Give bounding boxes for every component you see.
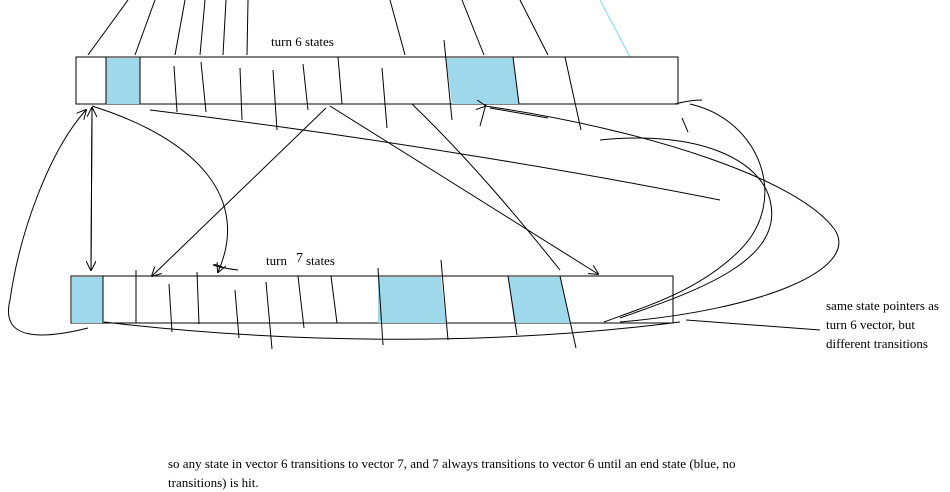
- turn7-cell-dividers: [102, 259, 577, 350]
- turn7-label-number: 7: [296, 251, 303, 266]
- turn7-end-state-3: [508, 277, 570, 323]
- turn7-end-state-2: [378, 277, 446, 323]
- turn6-vector-outline: [75, 56, 679, 105]
- turn6-state-vector: [75, 39, 679, 131]
- turn7-end-state-1: [72, 277, 103, 323]
- bottom-annotation: so any state in vector 6 transitions to …: [168, 456, 736, 490]
- turn6-cell-dividers: [105, 39, 582, 131]
- transition-arrows: [8, 99, 840, 340]
- turn7-label-word: turn: [266, 253, 287, 268]
- turn7-vector-outline: [70, 275, 674, 324]
- incoming-lines-top: [87, 0, 631, 58]
- turn6-end-state-1: [106, 58, 140, 104]
- turn7-label-suffix: states: [306, 253, 335, 268]
- side-annotation: same state pointers as turn 6 vector, bu…: [826, 298, 939, 351]
- turn7-state-vector: [70, 259, 674, 350]
- turn6-end-state-2: [446, 58, 519, 104]
- turn6-label: turn 6 states: [271, 34, 334, 49]
